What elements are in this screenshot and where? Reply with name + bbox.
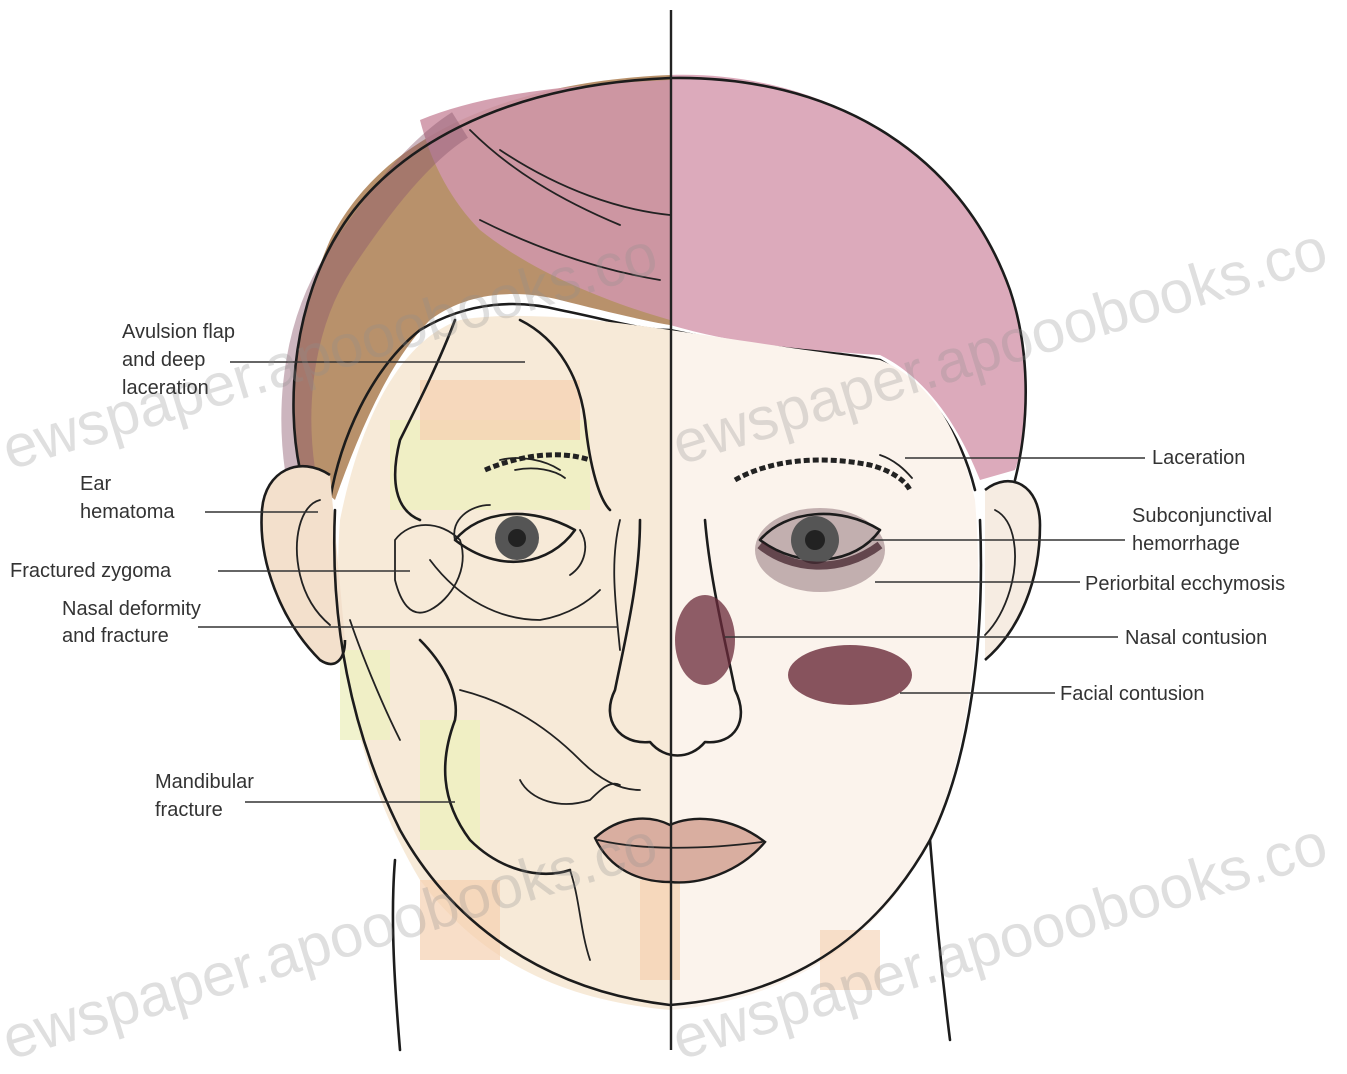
label-nasal-deformity: Nasal deformity <box>62 598 201 620</box>
label-fractured-zygoma: Fractured zygoma <box>10 560 172 582</box>
label-nasal-deformity: and fracture <box>62 625 169 647</box>
label-mandibular-fracture: Mandibular <box>155 771 254 793</box>
label-subconjunctival: hemorrhage <box>1132 533 1240 555</box>
label-periorbital-ecchymosis: Periorbital ecchymosis <box>1085 573 1285 595</box>
label-subconjunctival: Subconjunctival <box>1132 505 1272 527</box>
forehead-peach-patch <box>420 380 580 440</box>
label-avulsion: Avulsion flap <box>122 321 235 343</box>
right-ear <box>985 481 1040 660</box>
left-cheek-yellow <box>340 650 390 740</box>
neck-peach-patch <box>640 880 680 980</box>
label-facial-contusion: Facial contusion <box>1060 683 1205 705</box>
label-nasal-contusion: Nasal contusion <box>1125 627 1267 649</box>
right-eye <box>755 508 885 592</box>
nasal-contusion-bruise <box>675 595 735 685</box>
label-avulsion: and deep <box>122 349 205 371</box>
label-ear-hematoma: hematoma <box>80 501 175 523</box>
label-avulsion: laceration <box>122 377 209 399</box>
label-mandibular-fracture: fracture <box>155 799 223 821</box>
label-laceration: Laceration <box>1152 447 1245 469</box>
label-ear-hematoma: Ear <box>80 473 111 495</box>
facial-contusion-bruise <box>788 645 912 705</box>
